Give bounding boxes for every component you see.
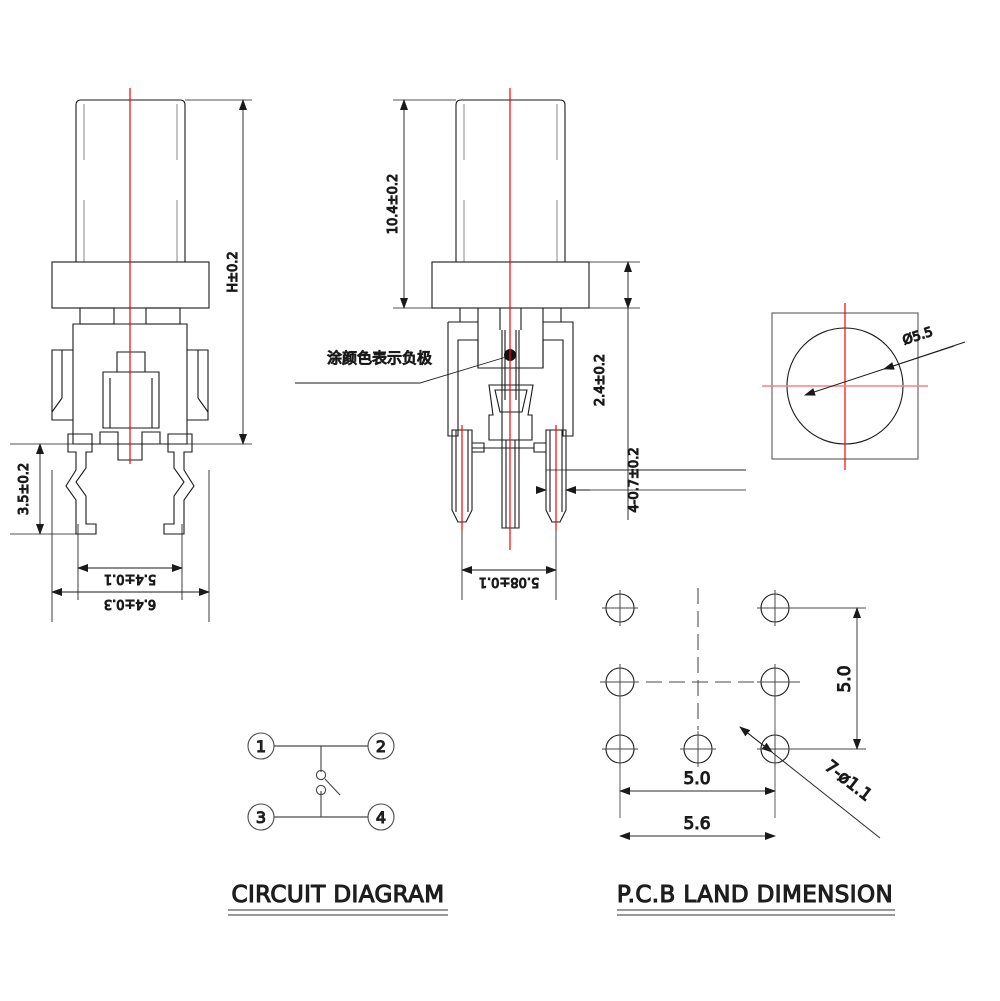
dim-cap-diameter-leader — [804, 341, 966, 396]
front-view-extension-lines — [10, 99, 252, 622]
pcb-center-axes — [600, 588, 800, 730]
dim-hole-pitch-y-label: 5.0 — [835, 665, 855, 692]
dim-body-height-label: 2.4±0.2 — [593, 354, 608, 406]
front-view-left-leg — [65, 433, 97, 535]
dim-pin-thickness-label: 4-0.7±0.2 — [627, 447, 642, 512]
side-view-right-pin — [533, 429, 567, 523]
terminal-4-label: 4 — [376, 808, 386, 827]
terminal-1-label: 1 — [256, 737, 266, 756]
front-view-group: H±0.2 3.5±0.2 5.4±0.1 6.4±0.3 — [10, 88, 252, 622]
side-view-centerlines — [461, 88, 557, 550]
top-view-group: Ø5.5 — [762, 303, 966, 470]
side-view-center-pin — [501, 439, 520, 529]
pcb-extension-lines — [619, 607, 866, 818]
annotation-leader — [295, 356, 507, 384]
dim-cap-height-label: 10.4±0.2 — [386, 174, 401, 235]
dim-hole-diameter-label: 7-ø1.1 — [820, 756, 875, 805]
circuit-wires — [274, 745, 368, 818]
switch-contact-upper — [315, 769, 327, 781]
side-view-frame — [447, 308, 574, 437]
switch-contact-lower — [315, 784, 327, 796]
side-view-extension-lines — [393, 99, 746, 600]
terminal-3-label: 3 — [256, 808, 266, 827]
pcb-land-group: 5.0 5.6 5.0 7-ø1.1 P.C.B LAND DIMENSION — [600, 588, 895, 916]
front-view-switch-body — [51, 323, 209, 445]
annotation-negative-polarity: 涂颜色表示负极 — [327, 349, 432, 367]
side-view-cap-inner-edges — [463, 104, 558, 262]
dim-pin-pitch-label: 5.08±0.1 — [479, 574, 540, 589]
side-view-left-pin — [451, 429, 485, 523]
circuit-diagram-title-underline — [228, 909, 448, 916]
terminal-2-label: 2 — [376, 737, 386, 756]
side-view-group: 涂颜色表示负极 — [295, 88, 746, 600]
dim-body-width-label: 6.4±0.3 — [104, 596, 156, 611]
dim-hole-pitch-x-label: 5.0 — [683, 769, 710, 789]
front-view-right-leg — [163, 433, 195, 535]
pcb-land-title: P.C.B LAND DIMENSION — [617, 882, 893, 908]
circuit-diagram-group: 1 2 3 4 CIRCUIT DIAGRAM — [228, 732, 448, 916]
side-view-actuator-post — [488, 330, 534, 441]
dim-pin-span-label: 5.4±0.1 — [104, 571, 156, 586]
front-view-actuator-detail — [102, 351, 160, 429]
switch-lever — [324, 778, 341, 796]
dim-height-overall-label: H±0.2 — [226, 251, 241, 292]
dim-pin-length-label: 3.5±0.2 — [17, 463, 32, 515]
dim-land-width-label: 5.6 — [683, 814, 710, 834]
front-view-cap-inner-edges — [83, 104, 178, 262]
circuit-diagram-title: CIRCUIT DIAGRAM — [232, 882, 445, 908]
pcb-land-title-underline — [617, 909, 895, 916]
dim-hole-diameter-leader — [739, 726, 881, 839]
